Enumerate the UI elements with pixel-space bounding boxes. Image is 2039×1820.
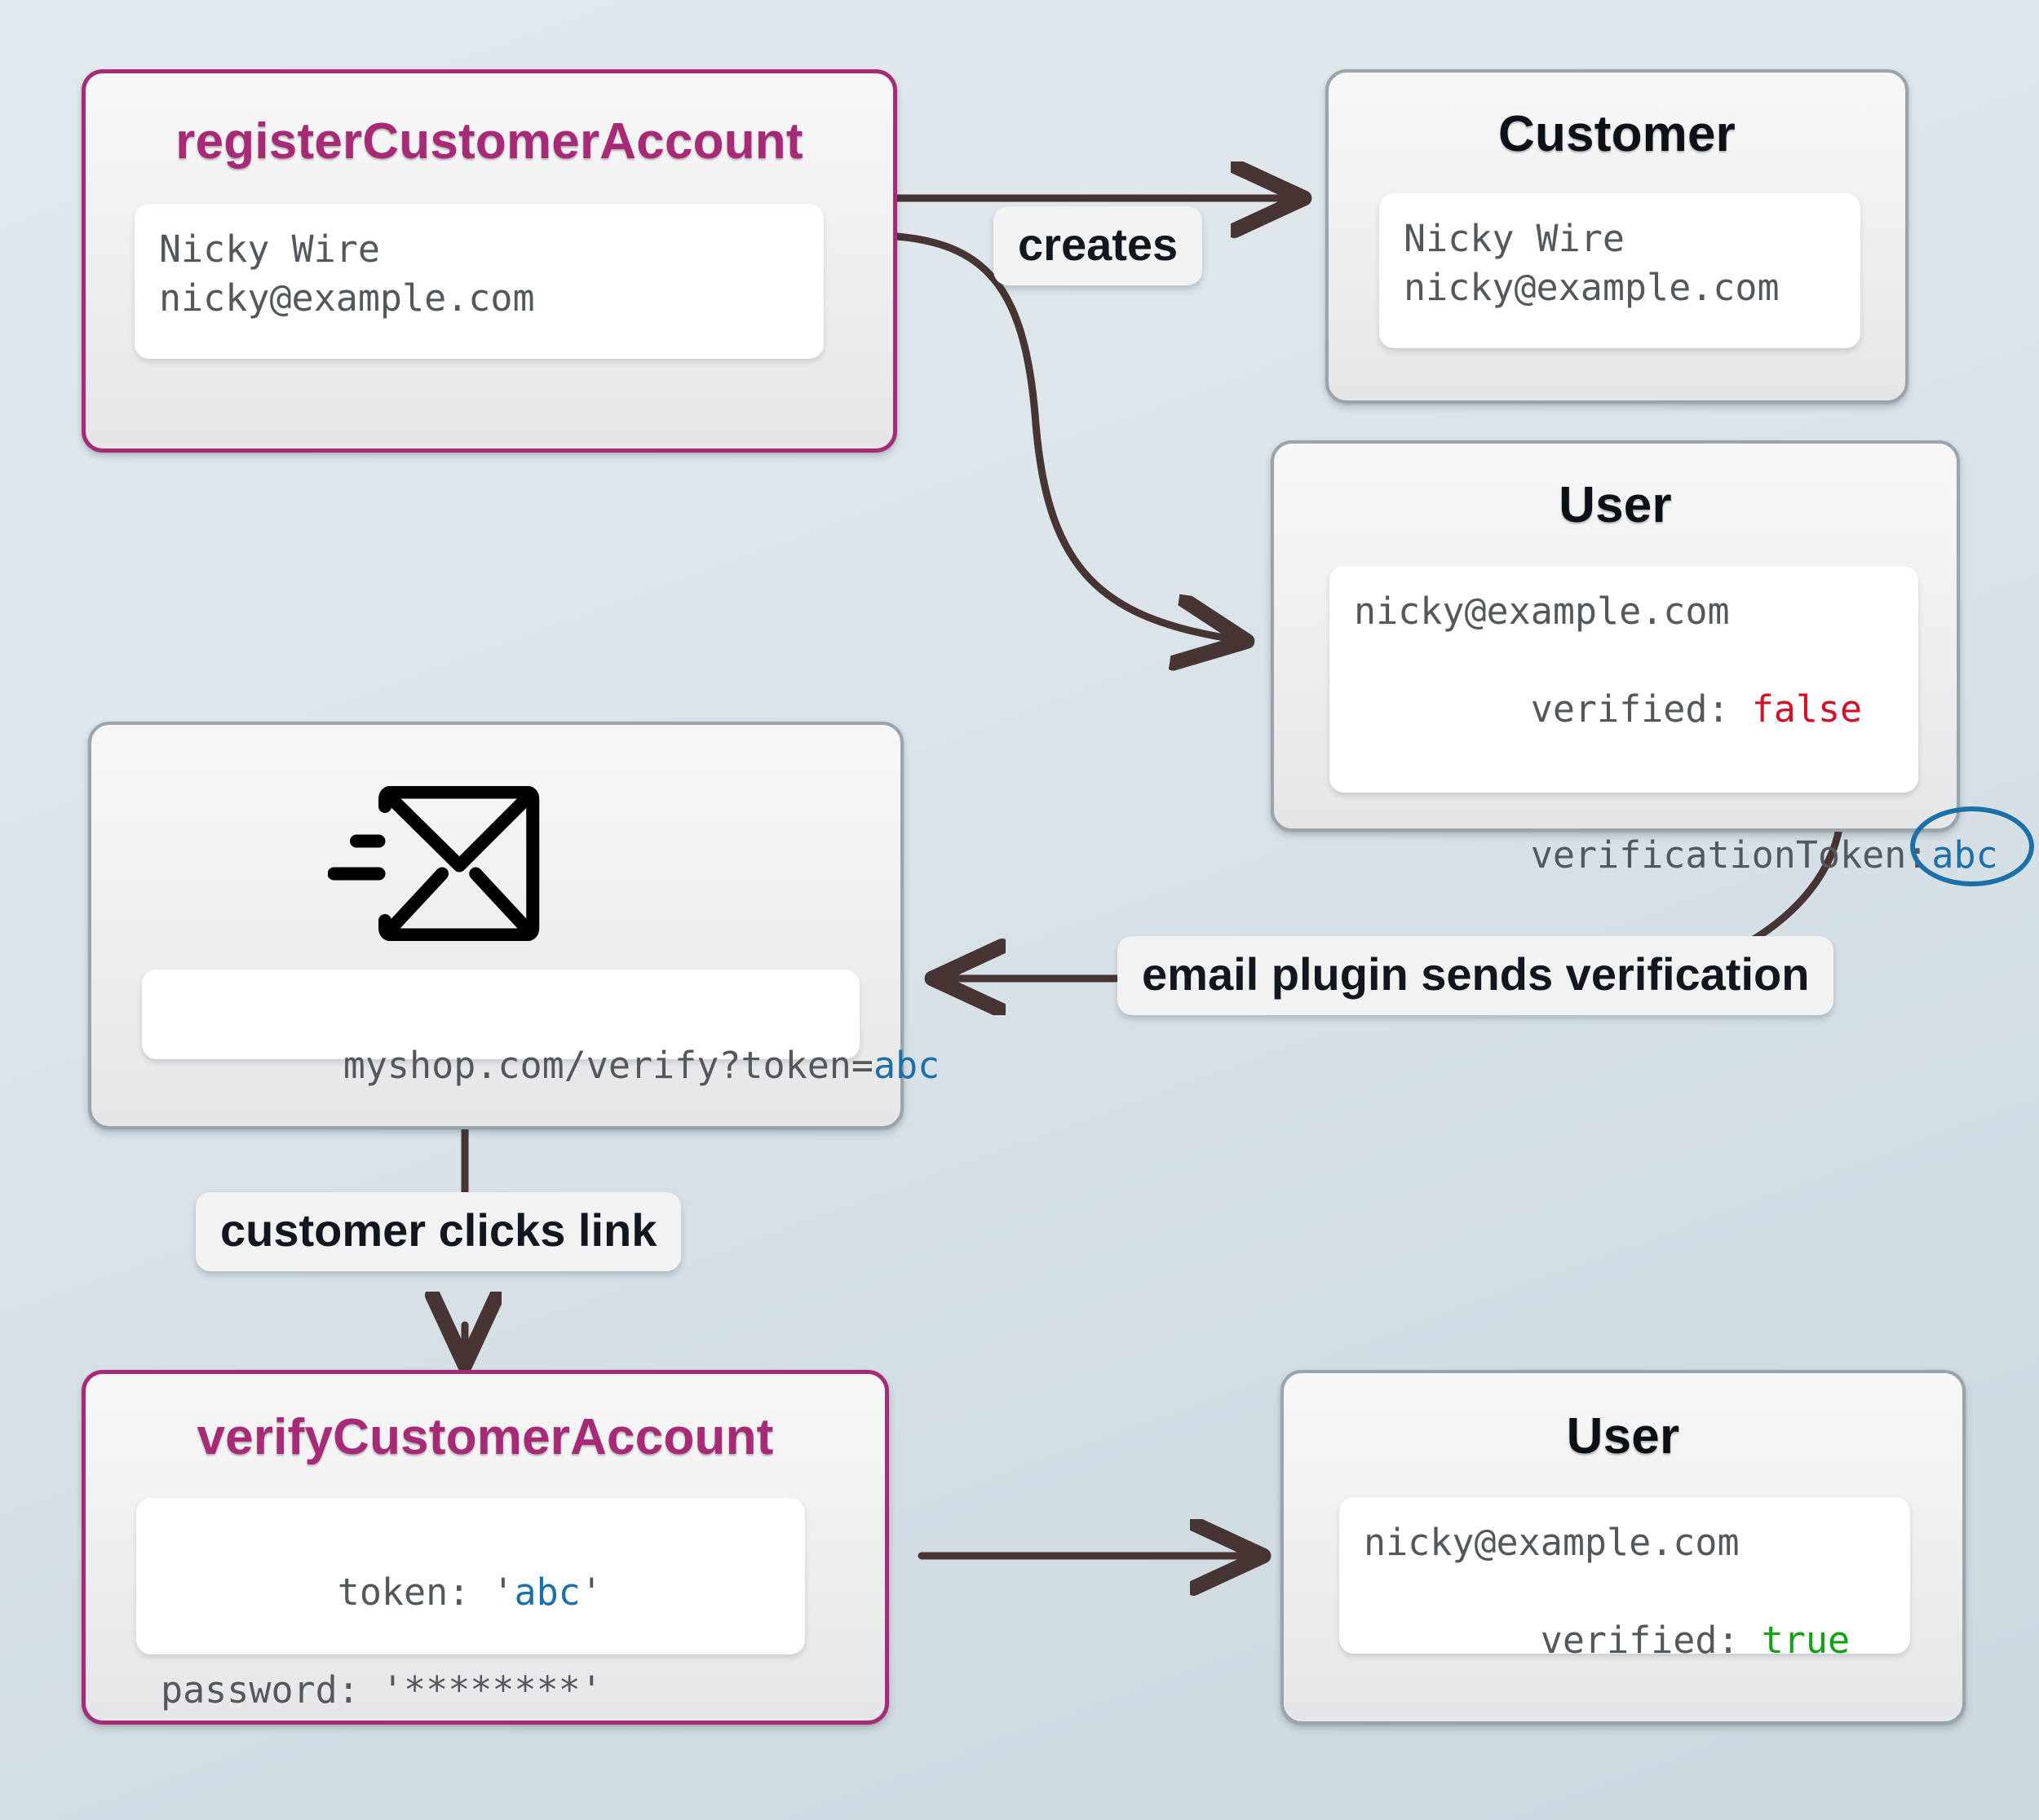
user-unverified-email: nicky@example.com <box>1354 590 1730 633</box>
node-user-unverified[interactable]: User nicky@example.com verified: false v… <box>1271 440 2035 887</box>
user-verified-verified-label: verified: <box>1540 1618 1762 1662</box>
email-url: myshop.com/verify?token=abc <box>166 992 940 1139</box>
edge-label-customer-clicks-link: customer clicks link <box>196 1192 682 1271</box>
panel-email-url: myshop.com/verify?token=abc <box>142 970 940 1087</box>
verify-line-token: token: 'abc' <box>161 1519 781 1666</box>
register-line-email: nicky@example.com <box>159 276 535 320</box>
user-unverified-token: verificationToken:abc <box>1354 782 2035 929</box>
panel-register-customer-account: Nicky Wire nicky@example.com <box>135 204 824 359</box>
customer-line-name: Nicky Wire <box>1404 217 1625 260</box>
panel-user-unverified: nicky@example.com verified: false verifi… <box>1329 566 2035 887</box>
email-url-token: abc <box>873 1043 940 1087</box>
panel-verify-customer-account: token: 'abc' password: '********' <box>136 1498 805 1712</box>
edge-label-creates: creates <box>993 206 1203 285</box>
verify-token-suffix: ' <box>580 1570 603 1614</box>
register-line-name: Nicky Wire <box>159 228 380 271</box>
customer-line-email: nicky@example.com <box>1404 265 1780 309</box>
edge-label-email-plugin-sends-verification: email plugin sends verification <box>1117 936 1834 1015</box>
node-title-user-verified: User <box>1566 1408 1680 1464</box>
envelope-send-icon <box>327 785 544 945</box>
node-title-user-unverified: User <box>1559 477 1672 533</box>
user-unverified-verified: verified: false <box>1354 636 1894 783</box>
verify-token-value: abc <box>514 1570 581 1614</box>
node-register-customer-account[interactable]: registerCustomerAccount Nicky Wire nicky… <box>82 69 897 453</box>
email-url-prefix: myshop.com/verify?token= <box>343 1043 874 1087</box>
user-unverified-verified-value: false <box>1751 687 1863 731</box>
user-verified-verified-value: true <box>1761 1618 1851 1662</box>
verify-line-password: password: '********' <box>161 1668 603 1712</box>
user-verified-email: nicky@example.com <box>1364 1521 1740 1564</box>
node-verify-customer-account[interactable]: verifyCustomerAccount token: 'abc' passw… <box>82 1370 889 1725</box>
node-title-register-customer-account: registerCustomerAccount <box>175 113 803 170</box>
user-verified-verified: verified: true <box>1364 1567 1886 1714</box>
verify-token-label: token: ' <box>337 1570 515 1614</box>
user-unverified-token-label: verificationToken: <box>1530 833 1929 877</box>
node-title-verify-customer-account: verifyCustomerAccount <box>197 1409 774 1465</box>
panel-user-verified: nicky@example.com verified: true <box>1339 1497 1910 1662</box>
node-title-customer: Customer <box>1498 106 1736 162</box>
node-customer[interactable]: Customer Nicky Wire nicky@example.com <box>1325 69 1909 404</box>
node-user-verified[interactable]: User nicky@example.com verified: true <box>1280 1370 1966 1725</box>
user-unverified-verified-label: verified: <box>1530 687 1752 731</box>
panel-customer: Nicky Wire nicky@example.com <box>1379 193 1860 348</box>
edge-creates-to-user <box>893 232 1240 640</box>
node-email[interactable]: myshop.com/verify?token=abc <box>88 722 940 1129</box>
verification-token-circled: abc <box>1910 806 2035 887</box>
